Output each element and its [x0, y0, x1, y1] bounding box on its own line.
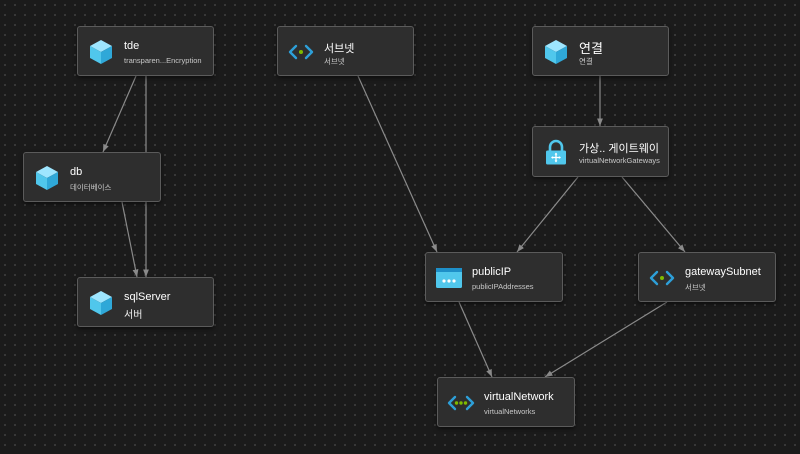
node-subtitle: 데이터베이스: [70, 183, 112, 192]
node-db[interactable]: db 데이터베이스: [23, 152, 161, 202]
node-subtitle: 서브넷: [324, 57, 345, 66]
cube-icon: [545, 40, 567, 64]
node-publicip[interactable]: publicIP publicIPAddresses: [425, 252, 563, 302]
cube-icon: [90, 40, 112, 64]
node-subtitle: virtualNetworks: [484, 407, 536, 416]
node-subtitle: virtualNetworkGateways: [579, 156, 660, 165]
edge-publicip-virtualnetwork: [458, 301, 493, 378]
edge-gateway-gatewaysubnet: [621, 176, 686, 253]
node-title: virtualNetwork: [484, 391, 554, 403]
node-subtitle: publicIPAddresses: [472, 282, 534, 291]
node-subtitle: 연결: [579, 57, 593, 66]
node-title: 가상.. 게이트웨이: [579, 143, 660, 155]
public-ip-icon: [436, 268, 462, 288]
edge-subnet-publicip: [357, 75, 438, 253]
node-title: publicIP: [472, 266, 512, 278]
lock-icon: [546, 139, 566, 165]
edge-gateway-publicip: [516, 176, 579, 253]
edge-db-sqlserver: [121, 201, 139, 278]
node-title: tde: [124, 40, 140, 52]
vnet-icon: [447, 395, 475, 411]
node-sqlserver[interactable]: sqlServer 서버: [77, 277, 214, 327]
node-title: db: [70, 166, 83, 178]
node-gateway-subnet[interactable]: gatewaySubnet 서브넷: [638, 252, 776, 302]
node-connection[interactable]: 연결 연결: [532, 26, 669, 76]
edge-gatewaysubnet-virtualnetwork: [544, 301, 668, 378]
node-subtitle: transparen...Encryption: [124, 56, 202, 65]
node-title: sqlServer: [124, 291, 171, 303]
subnet-icon: [649, 270, 675, 286]
edge-tde-db: [102, 75, 137, 153]
node-title: 서브넷: [324, 43, 355, 55]
node-title: 연결: [579, 41, 603, 56]
node-virtual-network[interactable]: virtualNetwork virtualNetworks: [437, 377, 575, 427]
node-tde[interactable]: tde transparen...Encryption: [77, 26, 214, 76]
node-subtitle: 서버: [124, 310, 143, 321]
cube-icon: [36, 166, 58, 190]
node-subnet[interactable]: 서브넷 서브넷: [277, 26, 414, 76]
node-title: gatewaySubnet: [685, 266, 761, 278]
node-virtual-network-gateway[interactable]: 가상.. 게이트웨이 virtualNetworkGateways: [532, 126, 669, 177]
cube-icon: [90, 291, 112, 315]
node-subtitle: 서브넷: [685, 283, 706, 292]
subnet-icon: [288, 44, 314, 60]
